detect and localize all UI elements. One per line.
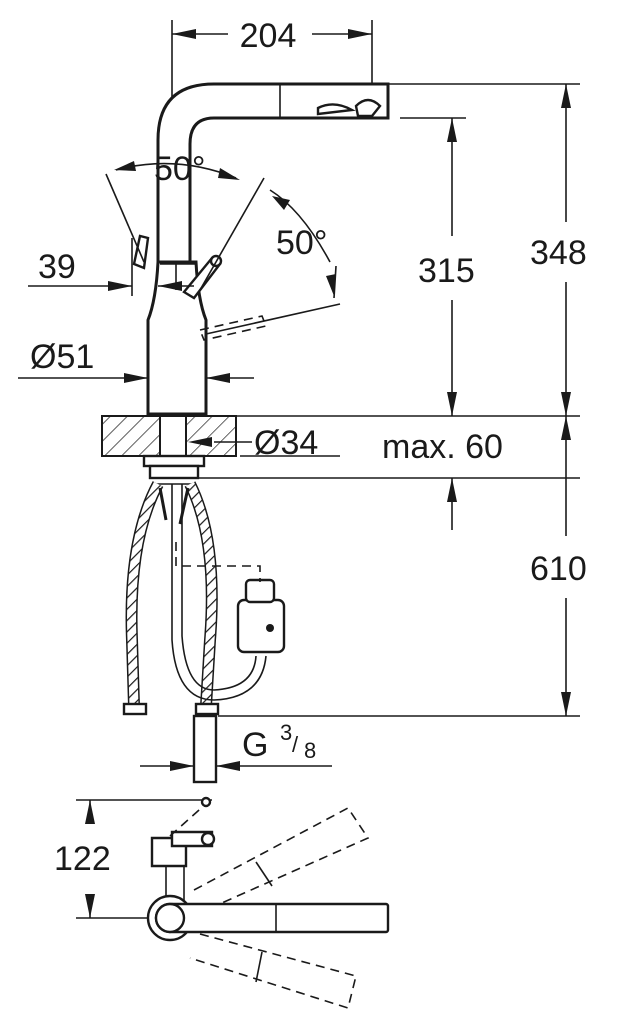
spout-height-label: 315 bbox=[418, 252, 475, 290]
mount-diameter-label: Ø34 bbox=[254, 424, 318, 462]
hose-length-label: 610 bbox=[530, 550, 587, 588]
dimension-connection-thread: G 3 / 8 bbox=[140, 716, 332, 782]
handle-offset-label: 39 bbox=[38, 248, 76, 286]
thread-slash: / bbox=[292, 732, 299, 757]
faucet-top-view: 122 bbox=[54, 798, 388, 1008]
total-height-label: 348 bbox=[530, 234, 587, 272]
faucet-side-view bbox=[106, 84, 388, 414]
hoses-assembly bbox=[124, 484, 284, 714]
dimension-handle-angle-right: 50° bbox=[270, 190, 336, 298]
thread-numerator: 3 bbox=[280, 720, 292, 745]
top-view-depth-label: 122 bbox=[54, 840, 111, 878]
dimension-total-height: 348 bbox=[388, 84, 587, 416]
dimension-spout-height: 315 bbox=[400, 118, 475, 416]
dimension-body-diameter: Ø51 bbox=[18, 338, 254, 383]
countertop-section bbox=[102, 416, 580, 484]
dimension-max-deck-thickness: max. 60 bbox=[382, 428, 503, 530]
thread-letter: G bbox=[242, 726, 268, 764]
dimension-handle-angle-left: 50° bbox=[114, 150, 240, 188]
handle-angle-right-label: 50° bbox=[276, 224, 327, 262]
handle-angle-left-label: 50° bbox=[154, 150, 205, 188]
body-diameter-label: Ø51 bbox=[30, 338, 94, 376]
thread-denominator: 8 bbox=[304, 738, 316, 763]
spout-reach-label: 204 bbox=[240, 17, 297, 55]
max-deck-thickness-label: max. 60 bbox=[382, 428, 503, 466]
